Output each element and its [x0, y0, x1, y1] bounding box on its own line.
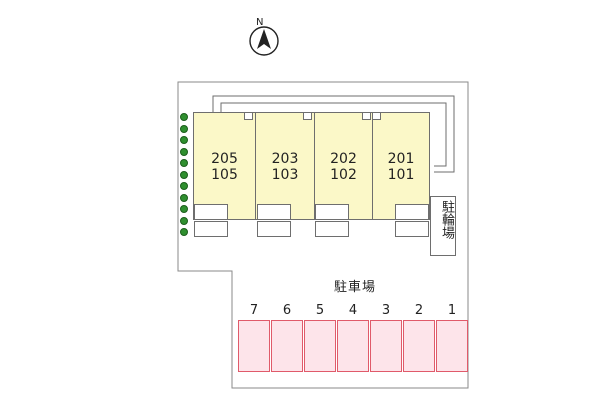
- corridor-outline: [212, 95, 455, 173]
- entry-porch: [395, 204, 429, 220]
- unit-lower-number: 102: [330, 167, 357, 183]
- parking-stall: [403, 320, 435, 372]
- entry-porch: [315, 221, 349, 237]
- unit-203-103: 203 103: [255, 112, 315, 220]
- meter-box: [372, 112, 381, 120]
- unit-upper-number: 203: [271, 151, 299, 167]
- unit-lower-number: 101: [387, 167, 415, 183]
- unit-lower-number: 105: [211, 167, 238, 183]
- meter-box: [362, 112, 371, 120]
- entry-porch: [194, 204, 228, 220]
- bicycle-parking-label: 駐輪場: [439, 200, 454, 239]
- shrub-icon: [180, 216, 188, 225]
- entry-porch: [257, 204, 291, 220]
- parking-stall: [238, 320, 270, 372]
- parking-stall-number: 5: [315, 303, 325, 318]
- north-label: N: [256, 17, 263, 28]
- bicycle-parking-area: 駐輪場: [430, 196, 456, 256]
- shrub-icon: [180, 124, 188, 133]
- parking-stall-number: 7: [249, 303, 259, 318]
- meter-box: [244, 112, 253, 120]
- shrub-icon: [180, 113, 188, 121]
- entry-porch: [194, 221, 228, 237]
- shrub-icon: [180, 170, 188, 179]
- entry-porch: [315, 204, 349, 220]
- compass: N: [244, 15, 284, 59]
- parking-stall: [337, 320, 369, 372]
- parking-stall-number: 6: [282, 303, 292, 318]
- unit-205-105: 205 105: [193, 112, 256, 220]
- unit-upper-number: 201: [387, 151, 415, 167]
- shrub-icon: [180, 159, 188, 167]
- shrub-icon: [180, 205, 188, 213]
- compass-icon: N: [249, 17, 279, 56]
- parking-stall-number: 1: [447, 303, 457, 318]
- parking-stall: [436, 320, 468, 372]
- entry-porch: [395, 221, 429, 237]
- shrub-icon: [180, 136, 188, 144]
- parking-stall: [271, 320, 303, 372]
- unit-upper-number: 202: [330, 151, 357, 167]
- unit-201-101: 201 101: [372, 112, 430, 220]
- parking-stall: [370, 320, 402, 372]
- shrub-icon: [180, 147, 188, 156]
- shrub-icon: [180, 193, 188, 202]
- parking-label: 駐車場: [333, 280, 376, 295]
- parking-stall-number: 2: [414, 303, 424, 318]
- corridor-inner-outline: [220, 102, 447, 167]
- meter-box: [303, 112, 312, 120]
- unit-lower-number: 103: [271, 167, 299, 183]
- parking-stall-number: 4: [348, 303, 358, 318]
- unit-upper-number: 205: [211, 151, 238, 167]
- parking-stall: [304, 320, 336, 372]
- shrub-icon: [180, 228, 188, 236]
- entry-porch: [257, 221, 291, 237]
- parking-stall-number: 3: [381, 303, 391, 318]
- shrub-icon: [180, 182, 188, 190]
